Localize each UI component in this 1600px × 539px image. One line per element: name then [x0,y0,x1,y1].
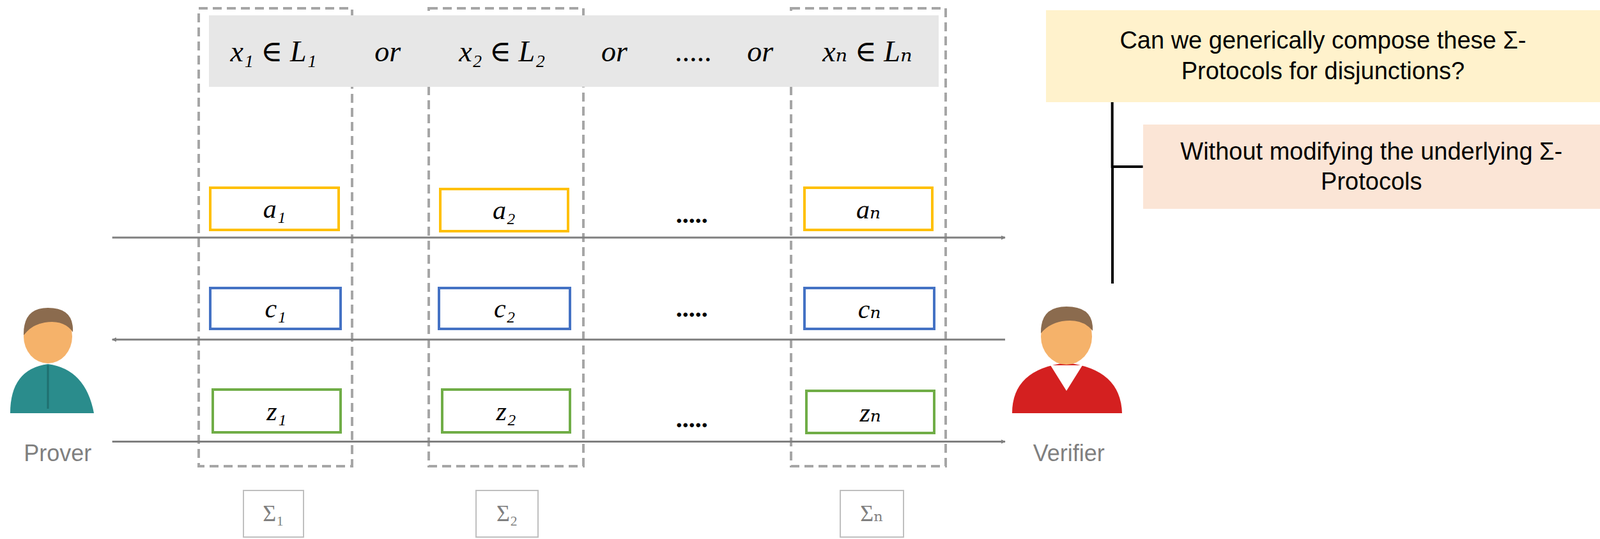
node-text: z₁ [266,396,287,427]
response-box: z₂ [440,388,572,434]
statement-text: ..... [675,33,713,68]
bracket-line [1111,165,1114,284]
commitment-box: aₙ [803,186,934,232]
prover-body [10,364,94,414]
node-text: Σ₂ [496,500,519,528]
connective-word: or [746,33,774,68]
prover-seam [47,365,50,409]
node-text: Σ₁ [262,500,285,528]
commitment-box: a₂ [438,187,570,233]
node-text: c₂ [493,293,516,324]
party: Prover [3,229,113,470]
node-text: Can we generically compose these Σ-Proto… [1116,25,1530,87]
prover-icon [10,307,94,414]
node-text: Σₙ [860,500,884,528]
commitment-box: a₁ [208,186,340,232]
challenge-box: c₂ [437,286,572,331]
statement-text: x₂ ∈ L₂ [458,33,546,69]
statement-text: x₁ ∈ L₁ [230,33,317,69]
verifier-icon [1012,306,1123,414]
response-box: zₙ [805,389,936,435]
ellipsis-label: ..... [676,293,708,324]
verifier-hair [1040,306,1093,334]
statement-band: x₁ ∈ L₁ or x₂ ∈ L₂ or..... or xₙ ∈ Lₙ [208,15,939,87]
protocol-tag: Σₙ [839,490,905,539]
question-callout: Can we generically compose these Σ-Proto… [1046,10,1600,103]
note-callout: Without modifying the underlying Σ-Proto… [1143,124,1600,210]
protocol-tag: Σ₁ [242,490,305,539]
prover-hair [23,307,73,336]
message-arrow [112,440,1006,443]
node-text: a₁ [263,193,287,225]
verifier-collar [1050,365,1083,392]
node-text: aₙ [856,193,881,225]
connective-word: or [601,33,628,68]
challenge-box: c₁ [208,286,342,331]
node-text: a₂ [492,194,516,226]
message-arrow [112,338,1006,341]
node-text: z₂ [496,396,517,427]
challenge-box: cₙ [803,286,937,331]
bracket-connector [1112,102,1144,167]
verifier-body [1012,362,1123,414]
message-arrow [112,237,1006,239]
node-text: zₙ [860,396,882,429]
ellipsis-label: ..... [676,403,708,434]
node-text: Prover [23,440,92,468]
connective-word: or [374,33,401,68]
party: Verifier [1005,229,1133,470]
protocol-tag: Σ₂ [475,490,539,539]
node-text: Verifier [1033,440,1105,468]
response-box: z₁ [211,388,342,434]
node-text: cₙ [858,293,882,325]
ellipsis-label: ..... [676,199,708,230]
statement-text: xₙ ∈ Lₙ [822,33,912,69]
node-text: Without modifying the underlying Σ-Proto… [1162,136,1581,198]
node-text: c₁ [265,293,287,324]
